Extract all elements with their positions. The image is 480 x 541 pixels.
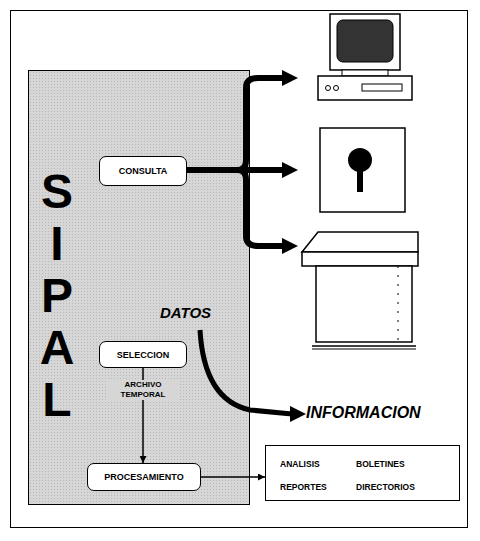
computer-icon xyxy=(318,14,412,100)
floppy-disk-icon xyxy=(320,128,405,212)
sipal-panel: SIPAL CONSULTA SELECCION PROCESAMIENTO xyxy=(28,70,250,505)
edge-label: ARCHIVO TEMPORAL xyxy=(108,380,178,400)
flow-label: DATOS xyxy=(160,304,211,321)
process-box: PROCESAMIENTO xyxy=(87,463,201,491)
output-item: DIRECTORIOS xyxy=(356,482,415,492)
system-title: SIPAL xyxy=(37,166,77,426)
box-label: SELECCION xyxy=(117,350,170,360)
printer-icon xyxy=(302,232,418,349)
flow-label: INFORMACION xyxy=(306,404,421,422)
process-box: CONSULTA xyxy=(99,156,187,186)
output-item: ANALISIS xyxy=(280,459,320,469)
output-item: REPORTES xyxy=(280,482,327,492)
box-label: CONSULTA xyxy=(119,166,168,176)
output-item: BOLETINES xyxy=(356,459,405,469)
output-box: ANALISIS BOLETINES REPORTES DIRECTORIOS xyxy=(265,445,460,501)
box-label: PROCESAMIENTO xyxy=(104,472,183,482)
process-box: SELECCION xyxy=(99,341,187,368)
